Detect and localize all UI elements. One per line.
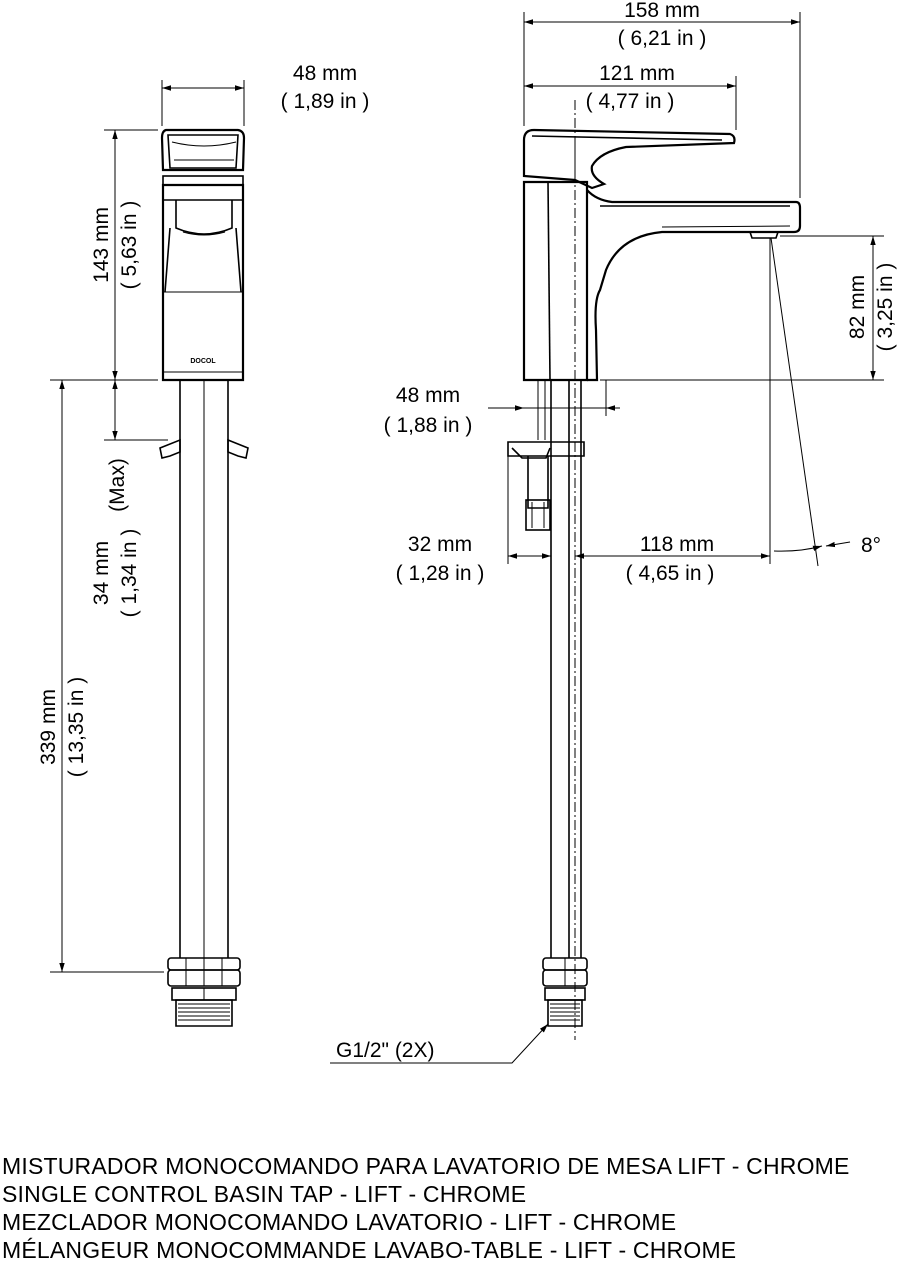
hose-length-mm: 339 mm <box>37 689 60 765</box>
pop-up-offset-in: ( 1,28 in ) <box>396 562 485 585</box>
product-title-block: MISTURADOR MONOCOMANDO PARA LAVATORIO DE… <box>2 1152 900 1264</box>
front-dimensions: 48 mm ( 1,89 in ) 143 mm ( 5,63 in ) 34 … <box>37 62 370 973</box>
deck-thickness-mm: 34 mm <box>90 541 113 605</box>
title-fr: MÉLANGEUR MONOCOMMANDE LAVABO-TABLE - LI… <box>2 1237 737 1263</box>
spout-height-mm: 82 mm <box>846 275 869 339</box>
total-depth-in: ( 6,21 in ) <box>618 27 707 50</box>
base-mm: 48 mm <box>396 384 460 407</box>
connection-label: G1/2" (2X) <box>336 1039 435 1062</box>
hose-length-in: ( 13,35 in ) <box>65 677 88 777</box>
angle-label: 8° <box>861 534 881 557</box>
front-view: DOCOL <box>159 128 249 1027</box>
logo-text: DOCOL <box>190 358 216 365</box>
spout-height-in: ( 3,25 in ) <box>874 263 897 352</box>
total-depth-mm: 158 mm <box>624 0 700 22</box>
side-view <box>507 100 802 1040</box>
handle-reach-mm: 121 mm <box>599 62 675 85</box>
title-pt: MISTURADOR MONOCOMANDO PARA LAVATORIO DE… <box>2 1153 850 1179</box>
side-width-mm: 48 mm <box>293 62 357 85</box>
side-height-mm: 143 mm <box>90 207 113 283</box>
deck-thickness-in: ( 1,34 in ) <box>118 529 141 618</box>
pop-up-offset-mm: 32 mm <box>408 533 472 556</box>
side-height-in: ( 5,63 in ) <box>118 201 141 290</box>
spout-reach-in: ( 4,65 in ) <box>626 562 715 585</box>
base-in: ( 1,88 in ) <box>384 414 473 437</box>
spout-reach-mm: 118 mm <box>640 533 714 556</box>
side-dimensions: 158 mm ( 6,21 in ) 121 mm ( 4,77 in ) 82… <box>330 0 897 1064</box>
deck-thickness-note: (Max) <box>106 458 129 512</box>
title-es: MEZCLADOR MONOCOMANDO LAVATORIO - LIFT -… <box>2 1209 677 1235</box>
side-width-in: ( 1,89 in ) <box>281 90 370 113</box>
handle-reach-in: ( 4,77 in ) <box>586 90 675 113</box>
title-en: SINGLE CONTROL BASIN TAP - LIFT - CHROME <box>2 1181 527 1207</box>
